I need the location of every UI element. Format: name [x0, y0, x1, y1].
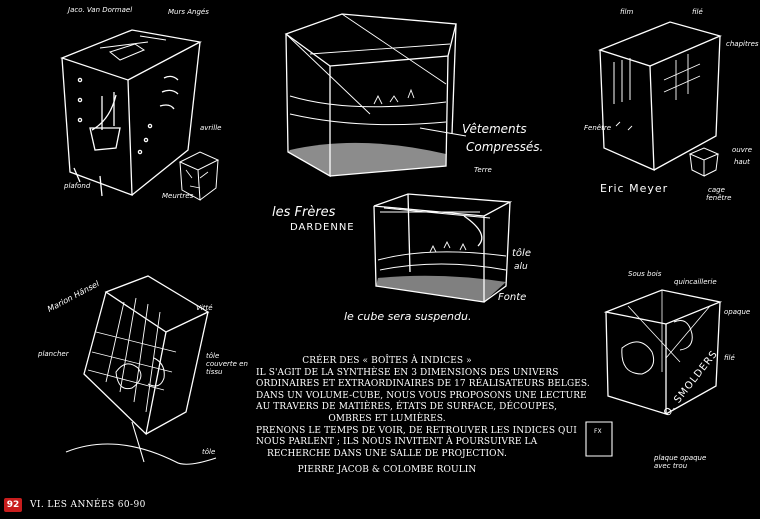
label-terre: Terre	[474, 166, 492, 174]
box-drawing-dardenne	[373, 193, 513, 303]
sketch-smolders-cube: Sous bois quincaillerie opaque filé plaq…	[570, 262, 760, 492]
section-title: VI. LES ANNÉES 60-90	[30, 500, 146, 510]
label-compresses: Compressés.	[466, 140, 544, 154]
intro-heading: CRÉER DES « BOÎTES À INDICES »	[302, 356, 472, 366]
dardenne-title-line1: les Frères	[272, 205, 336, 220]
label-vitte: Vitté	[196, 304, 213, 312]
label-vetements: Vêtements	[462, 122, 527, 136]
label-file-br: filé	[724, 354, 735, 362]
cube-drawing-eric-meyer	[598, 21, 722, 177]
label-sous-bois: Sous bois	[628, 270, 662, 278]
label-film: film	[620, 8, 634, 16]
label-haut: haut	[734, 158, 750, 166]
label-fenetre: Fenêtre	[584, 124, 612, 132]
label-fx: FX	[594, 428, 602, 435]
label-fenetre-2: fenêtre	[706, 194, 732, 202]
label-avrille: avrille	[200, 124, 222, 132]
label-meurtres: Meurtres	[162, 192, 194, 200]
intro-line: RECHERCHE DANS UNE SALLE DE PROJECTION.	[266, 448, 508, 459]
intro-line: IL S'AGIT DE LA SYNTHÈSE EN 3 DIMENSIONS…	[256, 367, 559, 378]
label-alu: alu	[514, 262, 528, 272]
label-tole-tissu: tôle couverte en tissu	[206, 352, 248, 376]
sketch-eric-meyer-cube: film filé chapitres Fenêtre ouvre haut c…	[570, 0, 760, 202]
box-drawing-compressed	[284, 13, 467, 178]
intro-text-block: CRÉER DES « BOÎTES À INDICES » IL S'AGIT…	[256, 356, 590, 477]
dardenne-title-line2: DARDENNE	[290, 222, 355, 233]
label-tole: tôle	[512, 248, 531, 259]
intro-line: NOUS PARLENT ; ILS NOUS INVITENT À POURS…	[256, 437, 538, 448]
label-chapitres: chapitres	[726, 40, 759, 48]
sketch-compressed-clothes-box: Vêtements Compressés. Terre	[270, 4, 543, 184]
intro-line: AU TRAVERS DE MATIÈRES, ÉTATS DE SURFACE…	[256, 402, 558, 413]
label-quincaillerie: quincaillerie	[674, 278, 717, 286]
signature-eric-meyer: Eric Meyer	[600, 182, 669, 195]
label-opaque: opaque	[724, 308, 751, 316]
intro-line: PRENONS LE TEMPS DE VOIR, DE RETROUVER L…	[256, 425, 577, 436]
intro-line: OMBRES ET LUMIÈRES.	[328, 413, 446, 424]
sketch-marion-hansel-cube: Marion Hänsel Vitté plancher tôle couver…	[36, 262, 256, 492]
dardenne-title: les Frères DARDENNE	[272, 206, 355, 235]
label-fonte: Fonte	[498, 292, 527, 303]
label-murs-anges: Murs Angés	[168, 8, 209, 16]
label-plaque-opaque: plaque opaque avec trou	[654, 454, 707, 470]
label-jaco-van-dormael: Jaco. Van Dormael	[68, 6, 133, 14]
cube-drawing-marion-hansel	[65, 275, 217, 465]
intro-line: DANS UN VOLUME-CUBE, NOUS VOUS PROPOSONS…	[256, 390, 587, 401]
intro-line: ORDINAIRES ET EXTRAORDINAIRES DE 17 RÉAL…	[256, 379, 590, 390]
label-ouvre: ouvre	[732, 146, 753, 154]
sketch-van-dormael-cube: Jaco. Van Dormael Murs Angés avrille pla…	[40, 0, 240, 215]
label-file: filé	[692, 8, 703, 16]
label-cage: cage	[708, 186, 725, 194]
label-plancher: plancher	[38, 350, 69, 358]
intro-authors: PIERRE JACOB & COLOMBE ROULIN	[297, 465, 477, 476]
page-footer: 92 VI. LES ANNÉES 60-90	[0, 496, 300, 516]
label-plafond: plafond	[64, 182, 91, 190]
sketch-dardenne-box: tôle alu Fonte	[360, 186, 540, 326]
cube-drawing-smolders	[585, 289, 723, 457]
page-number-badge: 92	[4, 498, 22, 512]
cube-drawing-van-dormael	[60, 29, 220, 201]
label-cube-suspendu: le cube sera suspendu.	[344, 310, 472, 323]
label-tole-bottom: tôle	[202, 448, 216, 456]
